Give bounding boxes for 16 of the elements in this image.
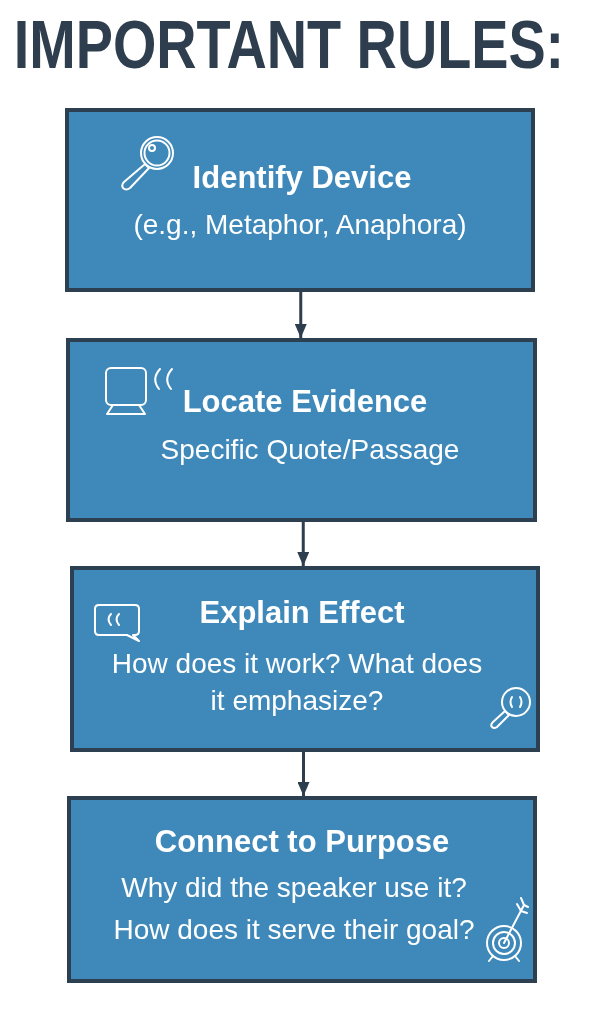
process-box	[66, 338, 537, 522]
process-box	[65, 108, 535, 292]
step-description: Why did the speaker use it? How does it serve their goal?	[112, 871, 476, 947]
process-box	[67, 796, 537, 983]
step-description: (e.g., Metaphor, Anaphora)	[133, 208, 467, 242]
arrow	[297, 522, 310, 566]
arrow	[297, 752, 310, 796]
step-title: Connect to Purpose	[154, 824, 450, 860]
step-description: Specific Quote/Passage	[160, 433, 460, 467]
arrow	[294, 292, 307, 338]
step-title: Identify Device	[192, 160, 412, 196]
title: IMPORTANT RULES:	[13, 10, 565, 78]
process-box	[70, 566, 540, 752]
step-description: How does it work? What does it emphasize?	[110, 646, 484, 718]
step-title: Locate Evidence	[182, 384, 428, 420]
step-title: Explain Effect	[199, 595, 405, 631]
